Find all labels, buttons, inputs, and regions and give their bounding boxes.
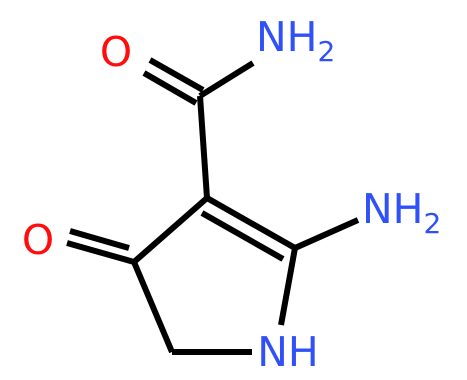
amide-nh2-label: NH2 bbox=[256, 13, 335, 68]
amino-nh2-label: NH2 bbox=[362, 185, 441, 240]
bond-group bbox=[66, 57, 360, 355]
amide-carbonyl-double-bond-inner bbox=[148, 57, 205, 93]
atom-labels: O NH2 O NH2 NH bbox=[22, 13, 441, 376]
ring-c3-c2-double-bond-inner bbox=[200, 210, 285, 262]
ring-c3-c4-bond bbox=[132, 195, 209, 265]
amide-c-n-bond bbox=[198, 60, 255, 99]
amide-carbonyl-double-bond-outer bbox=[142, 70, 198, 106]
amide-oxygen-label: O bbox=[100, 28, 132, 76]
amide-nh2-subscript: 2 bbox=[318, 35, 336, 68]
ketone-double-bond-outer bbox=[66, 240, 135, 265]
ketone-double-bond-inner bbox=[69, 228, 130, 251]
amide-c-ring-bond bbox=[197, 95, 210, 199]
ketone-oxygen-label: O bbox=[22, 216, 54, 264]
ring-n1-c2-bond bbox=[278, 247, 298, 326]
amino-nh2-main: NH bbox=[362, 185, 424, 233]
amino-nh2-subscript: 2 bbox=[424, 207, 442, 240]
amide-nh2-main: NH bbox=[256, 13, 318, 61]
ring-c4-c5-bond bbox=[131, 260, 175, 354]
ring-nh-label: NH bbox=[257, 328, 319, 376]
ring-c3-c2-double-bond-outer bbox=[205, 195, 297, 251]
amino-c-n-bond bbox=[293, 217, 360, 251]
